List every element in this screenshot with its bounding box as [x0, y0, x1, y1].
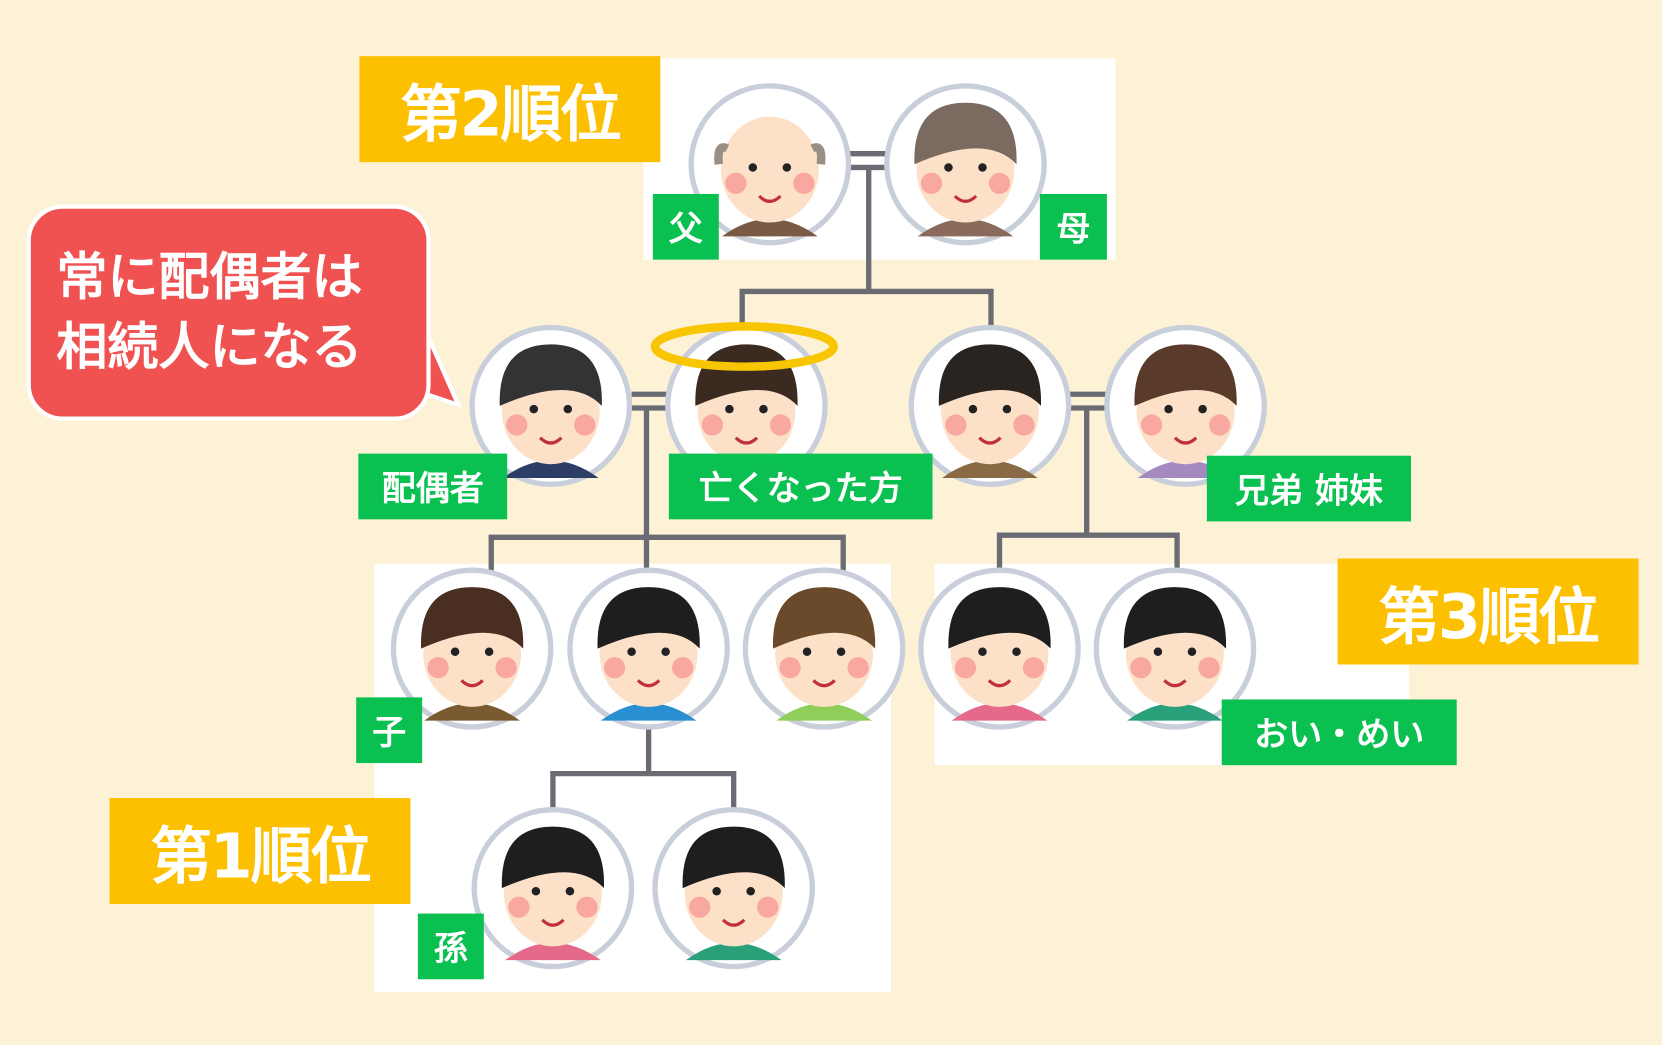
avatar-grandchild-2: [652, 807, 816, 970]
avatar-child-2: [567, 567, 730, 730]
avatar-grandchild-1: [471, 807, 635, 970]
label-grandchild: 孫: [417, 913, 484, 980]
rank-third: 第3順位: [1337, 558, 1639, 665]
label-deceased: 亡くなった方: [668, 453, 933, 520]
spouse-note-bubble: 常に配偶者は 相続人になる: [26, 204, 431, 421]
bubble-line-2: 相続人になる: [56, 317, 363, 378]
avatar-mother: [884, 83, 1047, 246]
label-father: 父: [652, 193, 719, 260]
avatar-child-3: [742, 567, 906, 730]
label-spouse: 配偶者: [358, 453, 508, 520]
avatar-niece: [918, 567, 1081, 730]
label-mother: 母: [1039, 193, 1107, 260]
rank-first: 第1順位: [109, 798, 411, 905]
avatar-spouse: [469, 324, 633, 487]
avatar-sibling-brother: [908, 324, 1072, 487]
avatar-sibling-sister: [1104, 324, 1267, 487]
avatar-child-1: [390, 567, 554, 730]
avatar-father: [688, 83, 852, 246]
label-siblings: 兄弟 姉妹: [1206, 455, 1411, 522]
label-nephew-niece: おい・めい: [1221, 699, 1457, 766]
label-child: 子: [356, 697, 423, 764]
halo-icon: [650, 322, 838, 371]
rank-second: 第2順位: [359, 56, 661, 163]
avatar-nephew: [1093, 567, 1257, 730]
bubble-line-1: 常に配偶者は: [56, 247, 363, 308]
